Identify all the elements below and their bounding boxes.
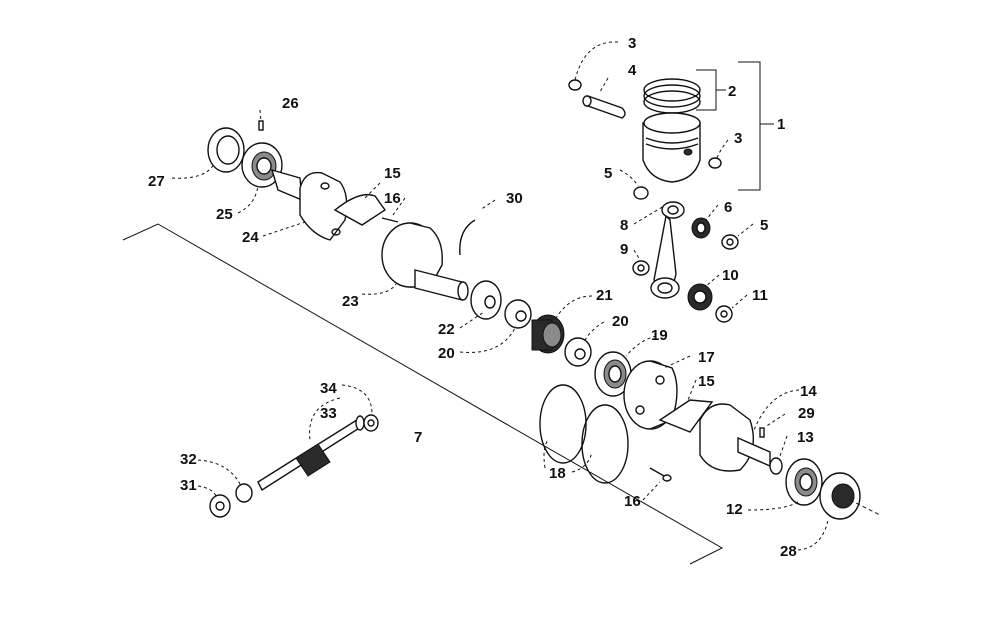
callout-26: 26 (282, 95, 299, 112)
callout-27: 27 (148, 173, 165, 190)
crankshaft-right (623, 360, 881, 520)
callout-12: 12 (726, 501, 743, 518)
callout-6: 6 (724, 199, 732, 216)
callout-11: 11 (752, 287, 768, 304)
callout-30: 30 (506, 190, 523, 207)
callout-10: 10 (722, 267, 739, 284)
callout-31: 31 (180, 477, 197, 494)
callout-24: 24 (242, 229, 259, 246)
callout-4: 4 (628, 62, 637, 79)
callout-16: 16 (384, 190, 401, 207)
callout-19: 19 (651, 327, 668, 344)
callout-32: 32 (180, 451, 197, 468)
callout-14: 14 (800, 383, 817, 400)
callout-labels: 1 2 3 3 4 5 5 6 7 8 9 10 11 12 13 14 15 … (148, 35, 817, 560)
callout-7: 7 (414, 429, 422, 446)
callout-29: 29 (798, 405, 815, 422)
callout-17: 17 (698, 349, 715, 366)
crankshaft-left (207, 120, 476, 301)
callout-15: 15 (384, 165, 401, 182)
piston-assembly (568, 61, 774, 323)
callout-18: 18 (549, 465, 566, 482)
callout-8: 8 (620, 217, 628, 234)
callout-33: 33 (320, 405, 337, 422)
callout-28: 28 (780, 543, 797, 560)
callout-34: 34 (320, 380, 337, 397)
callout-20b: 20 (438, 345, 455, 362)
crankshaft-middle (470, 280, 632, 484)
callout-5b: 5 (760, 217, 768, 234)
callout-23: 23 (342, 293, 359, 310)
callout-9: 9 (620, 241, 628, 258)
callout-5: 5 (604, 165, 612, 182)
callout-3: 3 (628, 35, 636, 52)
callout-20: 20 (612, 313, 629, 330)
callout-13: 13 (797, 429, 814, 446)
callout-1: 1 (777, 116, 785, 133)
callout-25: 25 (216, 206, 233, 223)
callout-22: 22 (438, 321, 455, 338)
callout-3b: 3 (734, 130, 742, 147)
assembly-7-bracket (122, 223, 724, 565)
callout-2: 2 (728, 83, 736, 100)
callout-15b: 15 (698, 373, 715, 390)
gear-shaft (209, 414, 379, 518)
leader-lines (171, 41, 829, 551)
callout-21: 21 (596, 287, 613, 304)
callout-16b: 16 (624, 493, 641, 510)
